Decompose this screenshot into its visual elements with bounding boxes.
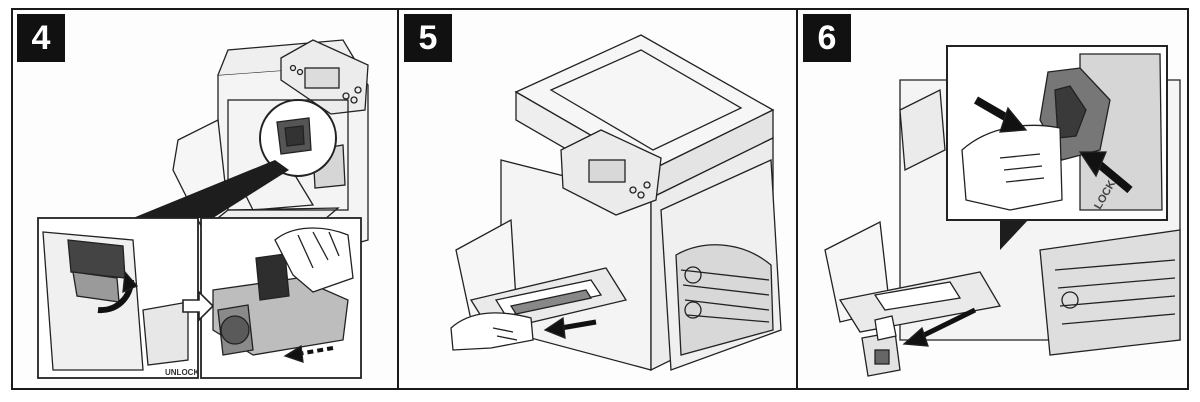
- step-number-badge: 4: [17, 14, 65, 62]
- panel-divider-2: [796, 8, 798, 390]
- step-number-badge: 5: [404, 14, 452, 62]
- panel-divider-1: [397, 8, 399, 390]
- step-4-illustration: UNLOCK: [37, 39, 369, 379]
- step-5-illustration: [450, 34, 782, 372]
- step-6-illustration: LOCK: [824, 45, 1181, 377]
- step-number-badge: 6: [803, 14, 851, 62]
- unlock-label: UNLOCK: [165, 368, 199, 377]
